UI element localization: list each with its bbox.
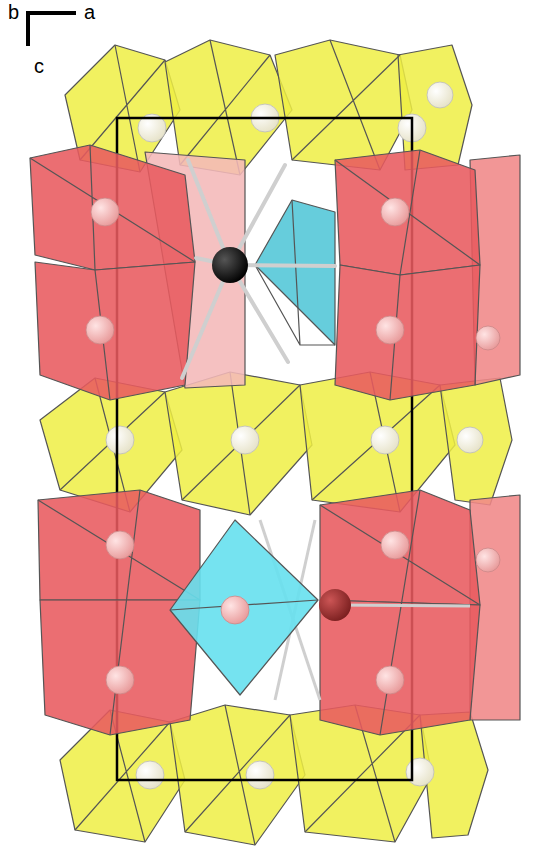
cyan-octahedron [170,520,318,695]
axis-label: a [84,2,95,22]
black-atom [212,247,248,283]
dark-atom [319,589,351,621]
axis-indicator [28,11,76,46]
red-polyhedra-lower [38,490,520,735]
axis-label: b [8,2,19,22]
red-atoms [86,198,500,694]
red-polyhedra [30,145,520,400]
axis-label: c [34,56,44,76]
bonds [182,160,335,378]
